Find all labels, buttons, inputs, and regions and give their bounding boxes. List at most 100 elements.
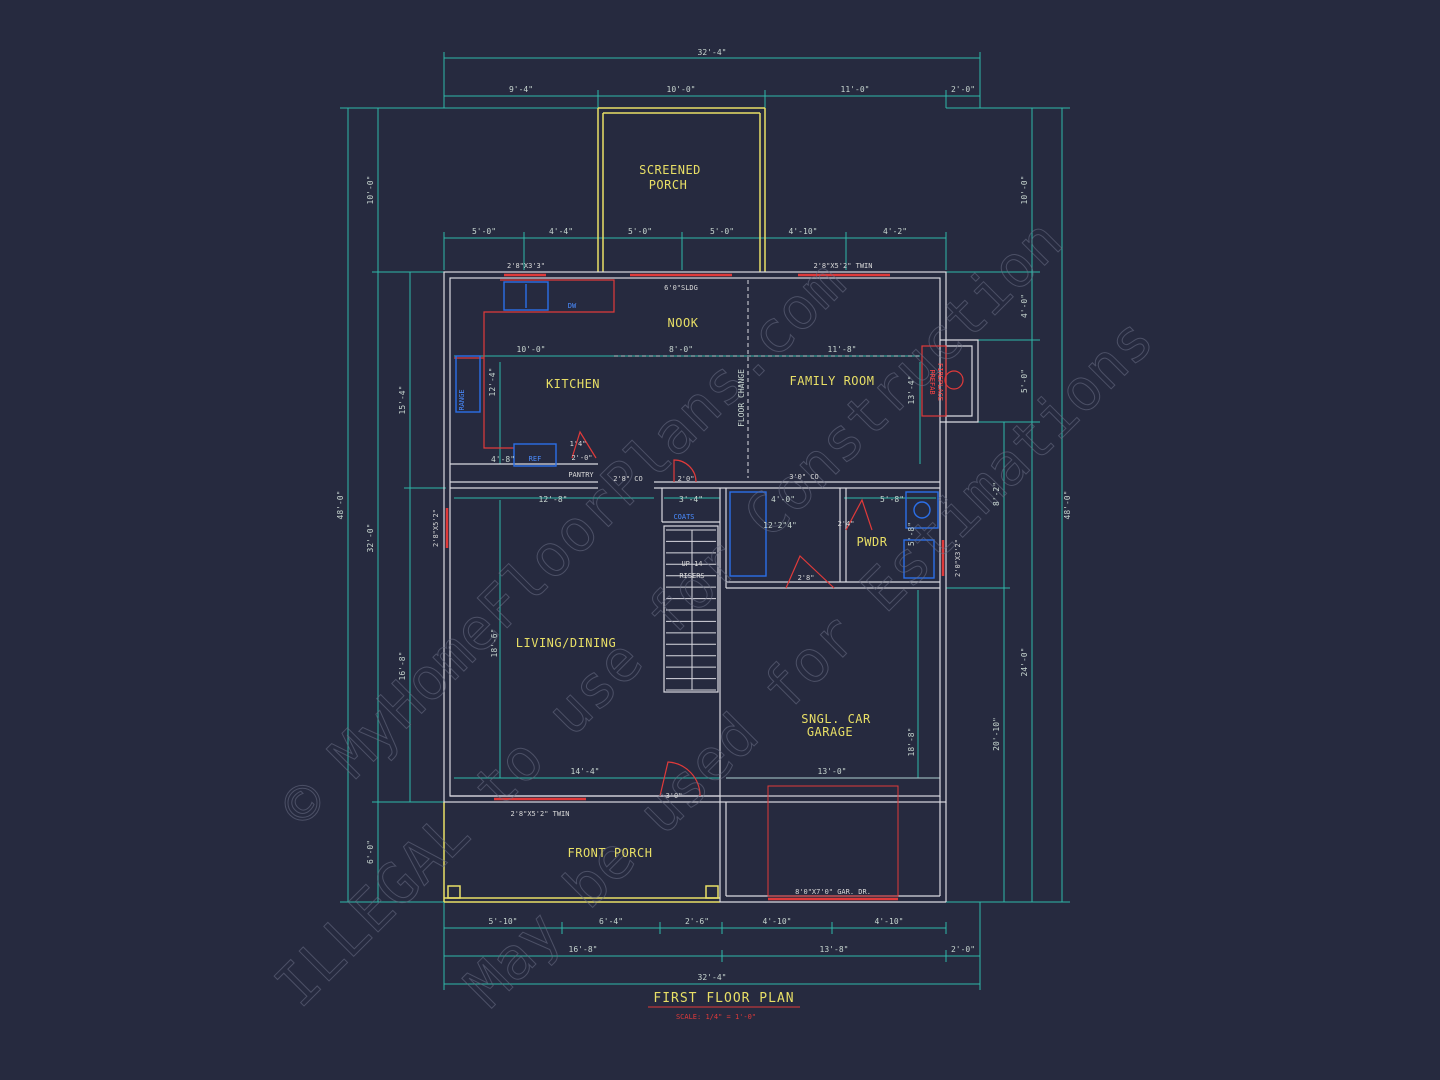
window-pwdr-label: 2'0"X3'2" bbox=[954, 539, 962, 577]
door-30-label: 3'0" bbox=[666, 792, 683, 800]
fixture-labels: RANGE DW REF PANTRY COATS UP 14 RISERS F… bbox=[432, 262, 962, 896]
svg-text:12'2"4": 12'2"4" bbox=[763, 521, 797, 530]
floor-change-label: FLOOR CHANGE bbox=[737, 369, 746, 427]
door-28-label: 2'8" bbox=[798, 574, 815, 582]
closet-shelf bbox=[729, 491, 767, 577]
svg-text:May be used for Estimations: May be used for Estimations bbox=[452, 305, 1167, 1020]
svg-text:11'-8": 11'-8" bbox=[828, 345, 857, 354]
window-front-label: 2'8"X5'2" TWIN bbox=[510, 810, 569, 818]
dimension-text: 32'-4" 9'-4" 10'-0" 11'-0" 2'-0" 5'-0" 4… bbox=[336, 48, 1072, 982]
stairs-label-2: RISERS bbox=[679, 572, 704, 580]
svg-text:10'-0": 10'-0" bbox=[1020, 176, 1029, 205]
garage-door-label: 8'0"X7'0" GAR. DR. bbox=[795, 888, 871, 896]
range-icon bbox=[455, 355, 481, 413]
svg-text:10'-0": 10'-0" bbox=[667, 85, 696, 94]
slider-label: 6'0"SLDG bbox=[664, 284, 698, 292]
window-family-label: 2'8"X5'2" TWIN bbox=[813, 262, 872, 270]
svg-text:2'-0": 2'-0" bbox=[951, 85, 975, 94]
svg-text:13'-0": 13'-0" bbox=[818, 767, 847, 776]
room-labels: SCREENED PORCH NOOK KITCHEN FAMILY ROOM … bbox=[516, 163, 888, 860]
svg-text:8'-0": 8'-0" bbox=[669, 345, 693, 354]
fireplace-label-1: PREFAB bbox=[928, 369, 936, 394]
room-living-dining: LIVING/DINING bbox=[516, 636, 616, 650]
svg-text:9'-4": 9'-4" bbox=[509, 85, 533, 94]
room-family-room: FAMILY ROOM bbox=[790, 374, 875, 388]
stair-treads bbox=[666, 529, 716, 691]
range-label: RANGE bbox=[458, 389, 466, 410]
stairs-label-1: UP 14 bbox=[681, 560, 702, 568]
svg-text:48'-0": 48'-0" bbox=[1063, 491, 1072, 520]
svg-text:4'-0": 4'-0" bbox=[771, 495, 795, 504]
svg-text:6'-4": 6'-4" bbox=[599, 917, 623, 926]
svg-text:2'-6": 2'-6" bbox=[685, 917, 709, 926]
fixtures bbox=[455, 281, 939, 579]
svg-text:5'-8": 5'-8" bbox=[907, 522, 916, 546]
fireplace-label-2: FIREPLACE bbox=[936, 363, 944, 401]
room-garage-line1: SNGL. CAR bbox=[801, 712, 871, 726]
sink-icon bbox=[503, 281, 549, 311]
svg-text:13'-4": 13'-4" bbox=[907, 376, 916, 405]
svg-text:8'-2": 8'-2" bbox=[992, 482, 1001, 506]
svg-text:16'-8": 16'-8" bbox=[569, 945, 598, 954]
screened-porch-walls bbox=[597, 107, 766, 272]
svg-text:32'-4": 32'-4" bbox=[698, 973, 727, 982]
window-living-label: 2'8"X5'2" bbox=[432, 509, 440, 547]
svg-text:5'-0": 5'-0" bbox=[710, 227, 734, 236]
kitchen-counters bbox=[454, 279, 615, 449]
svg-text:10'-0": 10'-0" bbox=[366, 176, 375, 205]
svg-text:16'-8": 16'-8" bbox=[398, 652, 407, 681]
svg-text:14'-4": 14'-4" bbox=[571, 767, 600, 776]
ref-label: REF bbox=[529, 455, 542, 463]
plan-scale: SCALE: 1/4" = 1'-0" bbox=[676, 1013, 756, 1021]
svg-text:4'-4": 4'-4" bbox=[549, 227, 573, 236]
svg-text:24'-0": 24'-0" bbox=[1020, 648, 1029, 677]
room-screened-porch-line2: PORCH bbox=[649, 178, 688, 192]
svg-text:12'-8": 12'-8" bbox=[539, 495, 568, 504]
windows bbox=[445, 273, 945, 901]
svg-text:4'-10": 4'-10" bbox=[763, 917, 792, 926]
svg-text:5'-0": 5'-0" bbox=[628, 227, 652, 236]
door-co1-label: 2'8" CO bbox=[613, 475, 643, 483]
room-nook: NOOK bbox=[668, 316, 699, 330]
svg-text:18'-6": 18'-6" bbox=[490, 629, 499, 658]
svg-text:32'-4": 32'-4" bbox=[698, 48, 727, 57]
room-garage-line2: GARAGE bbox=[807, 725, 853, 739]
room-front-porch: FRONT PORCH bbox=[568, 846, 653, 860]
svg-text:5'-0": 5'-0" bbox=[1020, 369, 1029, 393]
refrigerator-icon bbox=[513, 443, 557, 467]
svg-text:13'-8": 13'-8" bbox=[820, 945, 849, 954]
coats-label: COATS bbox=[673, 513, 694, 521]
room-screened-porch-line1: SCREENED bbox=[639, 163, 701, 177]
door-swings bbox=[571, 345, 964, 897]
svg-text:4'-8": 4'-8" bbox=[491, 455, 515, 464]
svg-text:11'-0": 11'-0" bbox=[841, 85, 870, 94]
dw-label: DW bbox=[568, 302, 577, 310]
svg-text:18'-8": 18'-8" bbox=[907, 728, 916, 757]
pantry-door-w-label: 1'4" bbox=[570, 440, 587, 448]
door-co2-label: 3'0" CO bbox=[789, 473, 819, 481]
svg-text:32'-0": 32'-0" bbox=[366, 524, 375, 553]
svg-text:20'-10": 20'-10" bbox=[992, 717, 1001, 751]
svg-text:5'-0": 5'-0" bbox=[472, 227, 496, 236]
svg-text:4'-10": 4'-10" bbox=[875, 917, 904, 926]
svg-text:6'-0": 6'-0" bbox=[366, 840, 375, 864]
door-24-label: 2'4" bbox=[838, 520, 855, 528]
svg-text:4'-10": 4'-10" bbox=[789, 227, 818, 236]
svg-text:5'-10": 5'-10" bbox=[489, 917, 518, 926]
svg-text:48'-0": 48'-0" bbox=[336, 491, 345, 520]
svg-text:15'-4": 15'-4" bbox=[398, 386, 407, 415]
walls bbox=[443, 271, 979, 903]
pantry-door-label: 2'-0" bbox=[571, 454, 592, 462]
svg-text:3'-4": 3'-4" bbox=[679, 495, 703, 504]
door-20-label: 2'0" bbox=[678, 475, 695, 483]
svg-text:10'-0": 10'-0" bbox=[517, 345, 546, 354]
vanity-icon bbox=[905, 491, 939, 529]
svg-text:4'-0": 4'-0" bbox=[1020, 294, 1029, 318]
svg-text:12'-4": 12'-4" bbox=[488, 368, 497, 397]
svg-text:4'-2": 4'-2" bbox=[883, 227, 907, 236]
toilet-icon bbox=[903, 539, 935, 579]
room-pwdr: PWDR bbox=[857, 535, 888, 549]
front-porch-outline bbox=[443, 802, 720, 903]
pantry-label: PANTRY bbox=[568, 471, 594, 479]
